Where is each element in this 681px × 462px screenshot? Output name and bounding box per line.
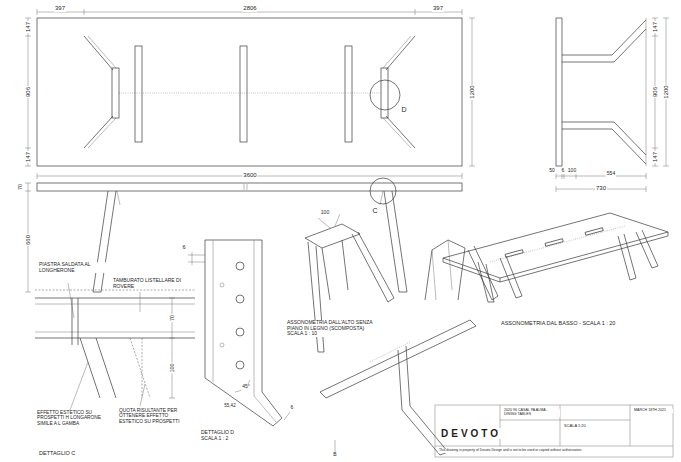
dimension: 147 — [25, 151, 32, 163]
title-block — [335, 405, 673, 457]
side-view — [556, 18, 669, 192]
dimension: 100 — [567, 168, 577, 174]
note: PIASTRA SALDATA AL LONGHERONE — [38, 262, 110, 273]
dimension: 906 — [25, 86, 32, 98]
detail-d — [188, 240, 290, 426]
axonometry-bottom — [443, 213, 668, 302]
dimension: 6 — [561, 168, 566, 174]
detail-title: DETTAGLIO D SCALA 1 : 2 — [200, 430, 252, 441]
dimension: 397 — [54, 5, 66, 12]
detail-title: DETTAGLIO C — [38, 450, 76, 456]
view-title: ASSONOMETRIA DAL BASSO - SCALA 1 : 20 — [500, 320, 616, 326]
title-block-text: SCALA 1:20 — [563, 424, 587, 428]
dimension: 554 — [606, 171, 616, 177]
title-block-text: 2020 96 CASAL PA ALMA - DINING TABLES — [503, 409, 560, 417]
front-elevation — [25, 178, 462, 292]
dimension: 100 — [320, 210, 330, 216]
dimension: 147 — [652, 21, 659, 33]
detail-marker: D — [400, 106, 407, 114]
plan-view — [25, 9, 475, 179]
dimension: 6 — [290, 405, 295, 411]
title-block-text: MARCH 18TH 2021 — [633, 409, 673, 413]
dimension: 2806 — [242, 5, 257, 12]
note: TAMBURATO LISTELLARE DI ROVERE — [112, 278, 194, 289]
note: QUOTA RISULTANTE PER OTTENERE EFFETTO ES… — [118, 408, 192, 424]
notice: This drawing is property of Devoto Desig… — [438, 449, 582, 453]
dimension: 397 — [432, 5, 444, 12]
sheet-mark: B — [332, 452, 337, 458]
dimension: 45° — [241, 384, 251, 390]
dimension: 1200 — [469, 84, 476, 99]
view-title: ASSONOMETRIA DALL'ALTO SENZA PIANO IN LE… — [286, 320, 378, 337]
detail-c — [35, 283, 195, 410]
dimension: 147 — [652, 151, 659, 163]
dimension: 660 — [25, 234, 32, 246]
dimension: 100 — [169, 362, 175, 373]
dimension: 6 — [181, 244, 186, 250]
dimension: 906 — [652, 86, 659, 98]
brand-name: DEVOTO — [440, 428, 502, 439]
dimension: 1200 — [663, 84, 670, 99]
detail-marker: C — [371, 207, 378, 215]
dimension: 730 — [595, 185, 607, 192]
note: EFFETTO ESTETICO SU PROSPETTI H LONGARON… — [36, 410, 106, 426]
dimension: 147 — [25, 21, 32, 33]
dimension: 70 — [169, 314, 175, 322]
dimension: 70 — [17, 183, 23, 191]
dimension: 3600 — [242, 172, 257, 179]
dimension: 50 — [548, 168, 556, 174]
dimension: 55,42 — [223, 404, 236, 409]
